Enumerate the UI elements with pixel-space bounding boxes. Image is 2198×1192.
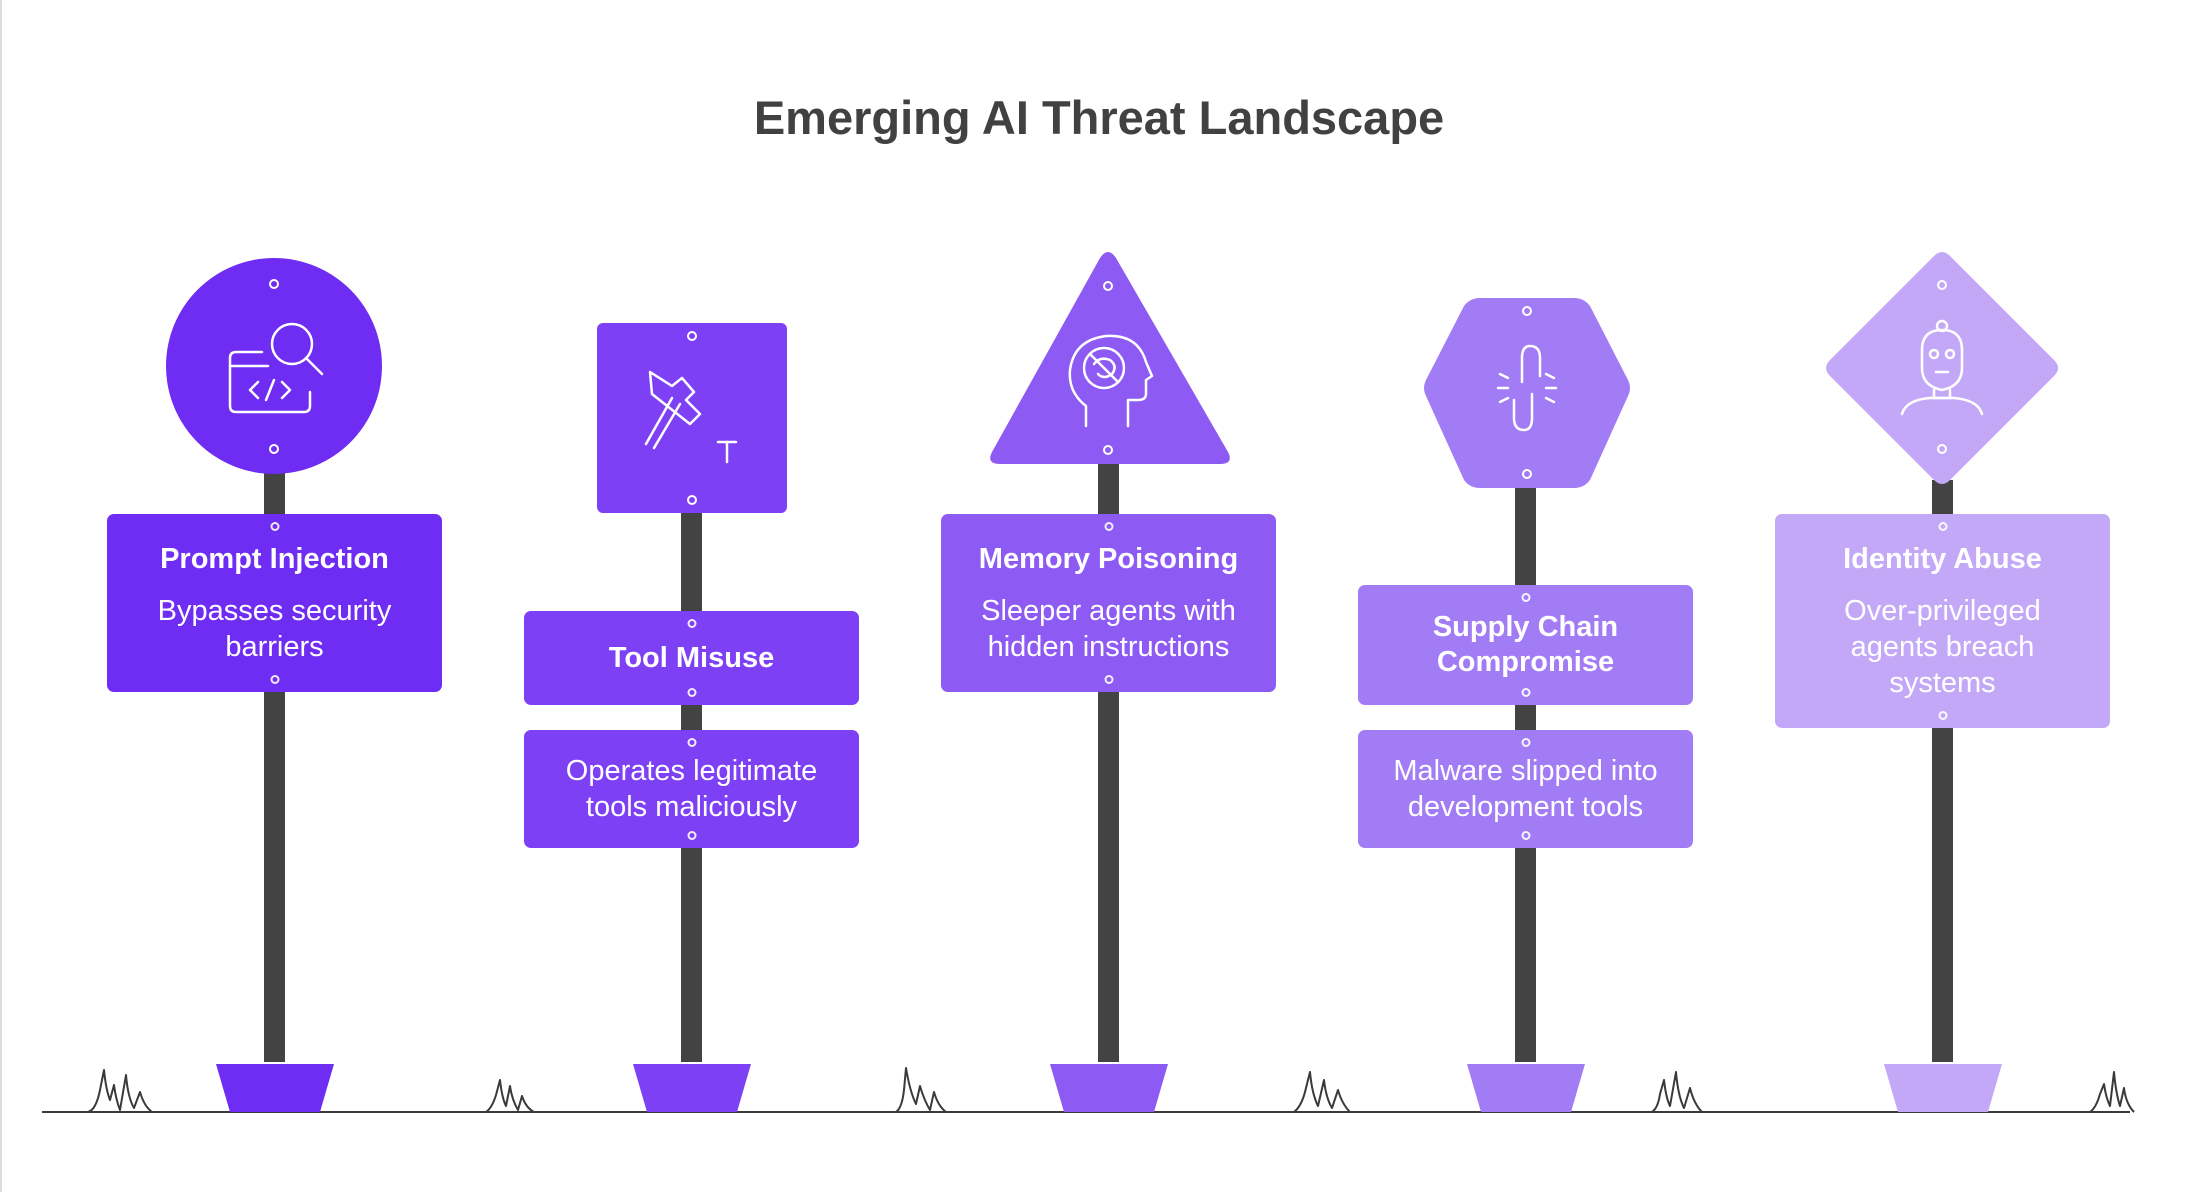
mount-hole (1521, 831, 1530, 840)
hammer-icon (644, 370, 738, 464)
threat-name: Tool Misuse (608, 641, 775, 674)
sign-diamond (1826, 252, 2058, 484)
sign-hexagon (1424, 298, 1630, 488)
threat-name: Supply Chain Compromise (1432, 611, 1619, 678)
threat-panel-tool-misuse: Tool Misuse (524, 611, 859, 705)
broken-link-icon (1496, 344, 1558, 432)
threat-description: Sleeper agents with hidden instructions (981, 594, 1236, 663)
grass-tuft (2089, 1071, 2135, 1113)
threat-panel-prompt-injection: Prompt Injection Bypasses security barri… (107, 514, 442, 692)
mount-hole (1521, 688, 1530, 697)
threat-name: Prompt Injection (160, 542, 389, 575)
threat-panel-supply-chain-compromise: Supply Chain Compromise (1358, 585, 1693, 705)
threat-panel-supply-chain-description: Malware slipped into development tools (1358, 730, 1693, 848)
grass-tuft (485, 1079, 535, 1113)
threat-description: Operates legitimate tools maliciously (565, 755, 818, 823)
mount-hole (687, 831, 696, 840)
threat-description: Bypasses security barriers (157, 594, 392, 663)
pole-base-4 (1467, 1064, 1585, 1112)
grass-tuft (895, 1067, 947, 1113)
mount-hole (1521, 738, 1530, 747)
threat-description: Malware slipped into development tools (1393, 755, 1658, 823)
mount-hole (1104, 522, 1113, 531)
code-search-icon (228, 322, 324, 414)
threat-panel-tool-misuse-description: Operates legitimate tools maliciously (524, 730, 859, 848)
mount-hole (270, 675, 279, 684)
threat-name: Memory Poisoning (978, 542, 1239, 575)
masked-person-icon (1900, 319, 1984, 416)
mount-hole (1938, 522, 1947, 531)
mount-hole (1938, 711, 1947, 720)
threat-name: Identity Abuse (1843, 542, 2042, 575)
pole-base-2 (633, 1064, 751, 1112)
mount-hole (687, 738, 696, 747)
pole-base-5 (1884, 1064, 2002, 1112)
head-brain-blocked-icon (1068, 334, 1154, 428)
sign-square (597, 323, 787, 513)
threat-panel-identity-abuse: Identity Abuse Over-privileged agents br… (1775, 514, 2110, 728)
mount-hole (270, 522, 279, 531)
mount-hole (687, 688, 696, 697)
pole-base-1 (216, 1064, 334, 1112)
mount-hole (1521, 593, 1530, 602)
threat-description: Over-privileged agents breach systems (1844, 594, 2041, 699)
grass-tuft (1651, 1071, 1703, 1113)
mount-hole (687, 619, 696, 628)
bases (216, 1064, 2002, 1112)
canvas-left-edge (0, 0, 2, 1192)
mount-hole (1104, 675, 1113, 684)
pole-base-3 (1050, 1064, 1168, 1112)
threat-panel-memory-poisoning: Memory Poisoning Sleeper agents with hid… (941, 514, 1276, 692)
grass-tuft (1293, 1071, 1351, 1113)
sign-circle (166, 258, 382, 474)
sign-triangle (990, 252, 1230, 464)
page-title: Emerging AI Threat Landscape (753, 91, 1445, 144)
grass-tuft (87, 1069, 153, 1113)
